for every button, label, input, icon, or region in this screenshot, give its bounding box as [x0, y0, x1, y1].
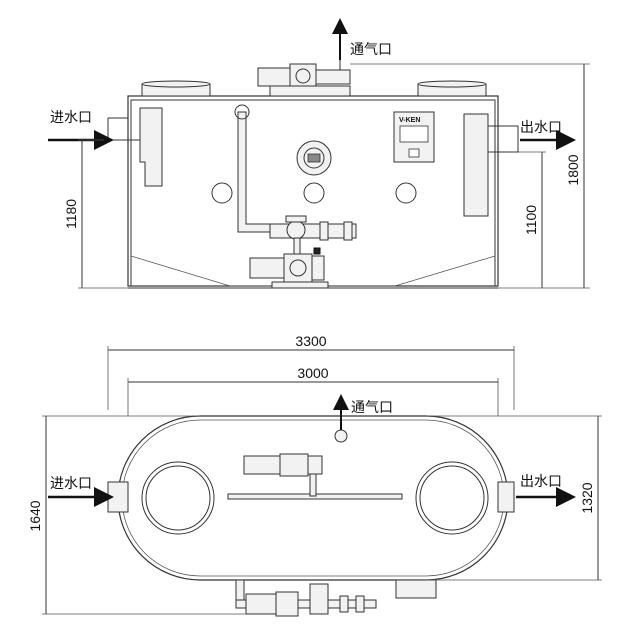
top-view-valve	[307, 455, 323, 475]
top-bottom-flange-2	[355, 595, 365, 613]
control-box-button	[408, 148, 420, 158]
top-bottom-pipe-down	[235, 579, 245, 601]
top-bottom-block	[395, 579, 437, 599]
top-vent-pump-assembly	[257, 60, 351, 97]
top-pump-impeller	[295, 68, 311, 84]
dim-1100-text: 1100	[523, 205, 539, 235]
bottom-pump-group	[249, 247, 329, 289]
top-view-pump	[243, 453, 323, 477]
middle-valve-body	[286, 220, 306, 240]
top-outlet-label: 出水口	[520, 474, 562, 490]
inspection-plug	[307, 153, 321, 163]
dim-1800-text: 1800	[565, 154, 581, 185]
middle-pipe	[269, 223, 357, 239]
bottom-valve	[311, 255, 325, 281]
front-view: 通气口 进水口 出水口 V-KEN	[48, 18, 590, 289]
front-outlet-label: 出水口	[520, 120, 562, 136]
bottom-valve-handle	[313, 247, 321, 255]
front-inlet-label: 进水口	[50, 110, 92, 126]
dim-3300-text: 3300	[295, 333, 326, 349]
top-bottom-motor	[245, 593, 277, 615]
top-view: 3300 3000 通气口 进水口	[27, 333, 602, 617]
top-tank-inner	[121, 419, 505, 577]
top-bottom-horizontal-pipe	[235, 599, 377, 609]
middle-valve-group	[269, 215, 357, 259]
top-pump-base	[269, 85, 351, 97]
dim-1180-text: 1180	[63, 199, 79, 229]
top-vent-label: 通气口	[351, 400, 393, 416]
top-manhole-left-outer	[141, 461, 215, 535]
top-bottom-pump	[275, 591, 299, 617]
inspection-inner	[303, 147, 325, 169]
control-box: V-KEN	[393, 111, 435, 163]
top-manhole-right-inner	[419, 465, 485, 531]
inlet-baffle	[139, 107, 163, 187]
control-box-brand: V-KEN	[399, 117, 420, 124]
control-box-screen	[399, 125, 429, 143]
top-view-pump-housing	[279, 453, 309, 477]
bottom-pump-impeller	[289, 259, 307, 277]
top-vent-circle	[334, 429, 348, 443]
outlet-baffle	[463, 113, 489, 217]
top-inlet-stub	[107, 481, 129, 513]
top-pipe	[315, 69, 351, 85]
top-bottom-flange-1	[339, 595, 349, 613]
middle-flange-1	[319, 221, 329, 241]
dim-3000-text: 3000	[297, 365, 328, 381]
riser-pipe-top	[234, 104, 250, 120]
top-bottom-valve	[309, 583, 329, 615]
top-view-motor	[243, 455, 281, 475]
dim-1640-text: 1640	[27, 500, 43, 531]
top-inlet-label: 进水口	[50, 476, 92, 492]
middle-flange-2	[343, 221, 353, 241]
top-bottom-pump-group	[235, 579, 377, 617]
top-manhole-right-outer	[415, 461, 489, 535]
top-outlet-stub	[497, 481, 515, 513]
opening-left	[211, 182, 233, 204]
inspection-port	[296, 140, 332, 176]
top-motor	[257, 67, 291, 87]
manhole-cover-left-top	[141, 80, 211, 88]
opening-right	[395, 182, 417, 204]
front-tank-body	[127, 95, 499, 287]
dim-1320-text: 1320	[579, 482, 595, 513]
front-vent-label: 通气口	[350, 42, 392, 58]
top-manhole-left-inner	[145, 465, 211, 531]
bottom-pump-base	[271, 281, 329, 289]
opening-center	[303, 182, 325, 204]
manhole-cover-right-top	[417, 80, 487, 88]
outlet-pipe	[488, 125, 519, 153]
middle-valve-handle	[285, 215, 307, 223]
bottom-motor	[249, 257, 285, 279]
